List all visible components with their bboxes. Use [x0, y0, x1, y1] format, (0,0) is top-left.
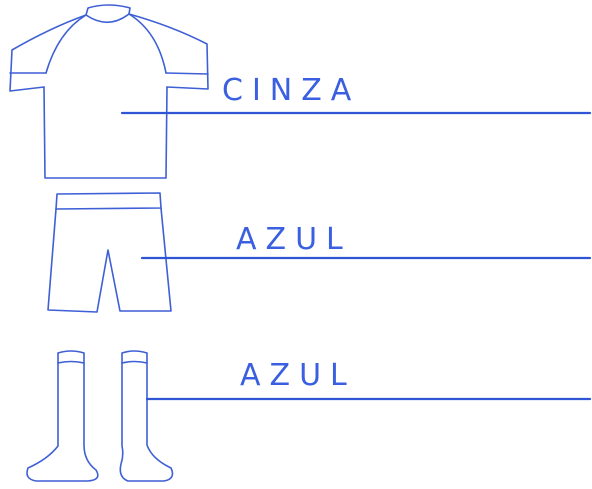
shorts-drawing: [47, 192, 172, 313]
sock-drawing: [26, 350, 174, 482]
socks-color-label: AZUL: [240, 358, 356, 393]
shirt-color-label: CINZA: [222, 73, 360, 108]
shirt-drawing: [9, 4, 209, 179]
shorts-color-label: AZUL: [236, 222, 352, 257]
